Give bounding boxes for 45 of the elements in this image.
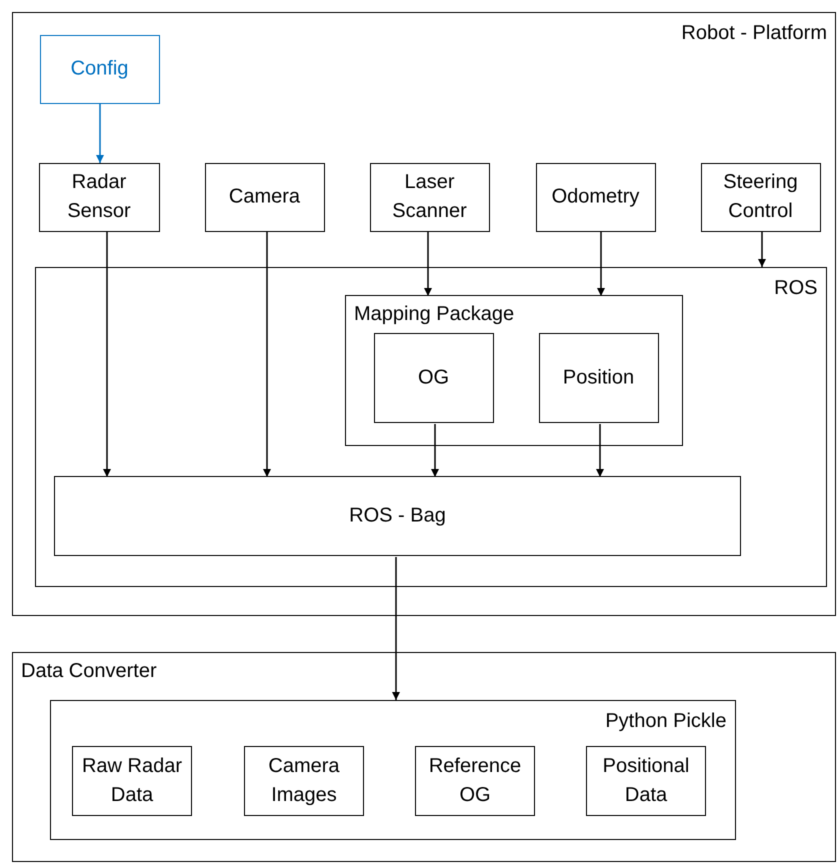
- box-label: Camera Images: [267, 754, 341, 808]
- box-label: Odometry: [550, 184, 640, 210]
- arrow: [263, 232, 271, 477]
- box-label: Camera: [228, 184, 302, 210]
- box-label: Reference OG: [428, 754, 522, 808]
- arrow: [431, 424, 439, 477]
- container-title: Robot - Platform: [681, 21, 827, 46]
- box-label: ROS - Bag: [348, 504, 447, 528]
- arrow: [424, 232, 432, 296]
- process-box: [538, 332, 658, 422]
- container-box: [12, 12, 836, 616]
- process-box: [536, 162, 656, 232]
- box-label: Positional Data: [602, 754, 690, 808]
- process-box: [244, 746, 364, 816]
- process-box: [700, 162, 820, 232]
- arrow: [597, 232, 605, 296]
- arrow: [758, 232, 766, 267]
- process-box: [40, 34, 160, 104]
- box-label: Config: [70, 56, 130, 82]
- box-label: OG: [416, 365, 450, 390]
- arrow: [596, 424, 604, 477]
- container-title: Mapping Package: [354, 302, 514, 327]
- process-box: [204, 162, 324, 232]
- container-box: [345, 295, 683, 446]
- process-box: [370, 162, 490, 232]
- box-label: Radar Sensor: [66, 170, 132, 224]
- process-box: [586, 746, 706, 816]
- process-box: [374, 332, 494, 422]
- container-title: Python Pickle: [605, 708, 726, 734]
- process-box: [38, 162, 160, 232]
- box-label: Laser Scanner: [391, 170, 468, 224]
- arrow: [392, 557, 400, 700]
- process-box: [54, 476, 741, 556]
- container-title: Data Converter: [21, 659, 157, 684]
- box-label: Steering Control: [722, 170, 799, 224]
- process-box: [72, 746, 192, 816]
- box-label: Position: [562, 365, 636, 390]
- box-label: Raw Radar Data: [80, 754, 184, 808]
- process-box: [415, 746, 535, 816]
- container-box: [50, 700, 736, 840]
- container-box: [12, 652, 836, 862]
- arrow: [96, 104, 104, 163]
- arrow: [103, 232, 111, 477]
- container-title: ROS: [774, 276, 818, 300]
- container-box: [34, 266, 826, 586]
